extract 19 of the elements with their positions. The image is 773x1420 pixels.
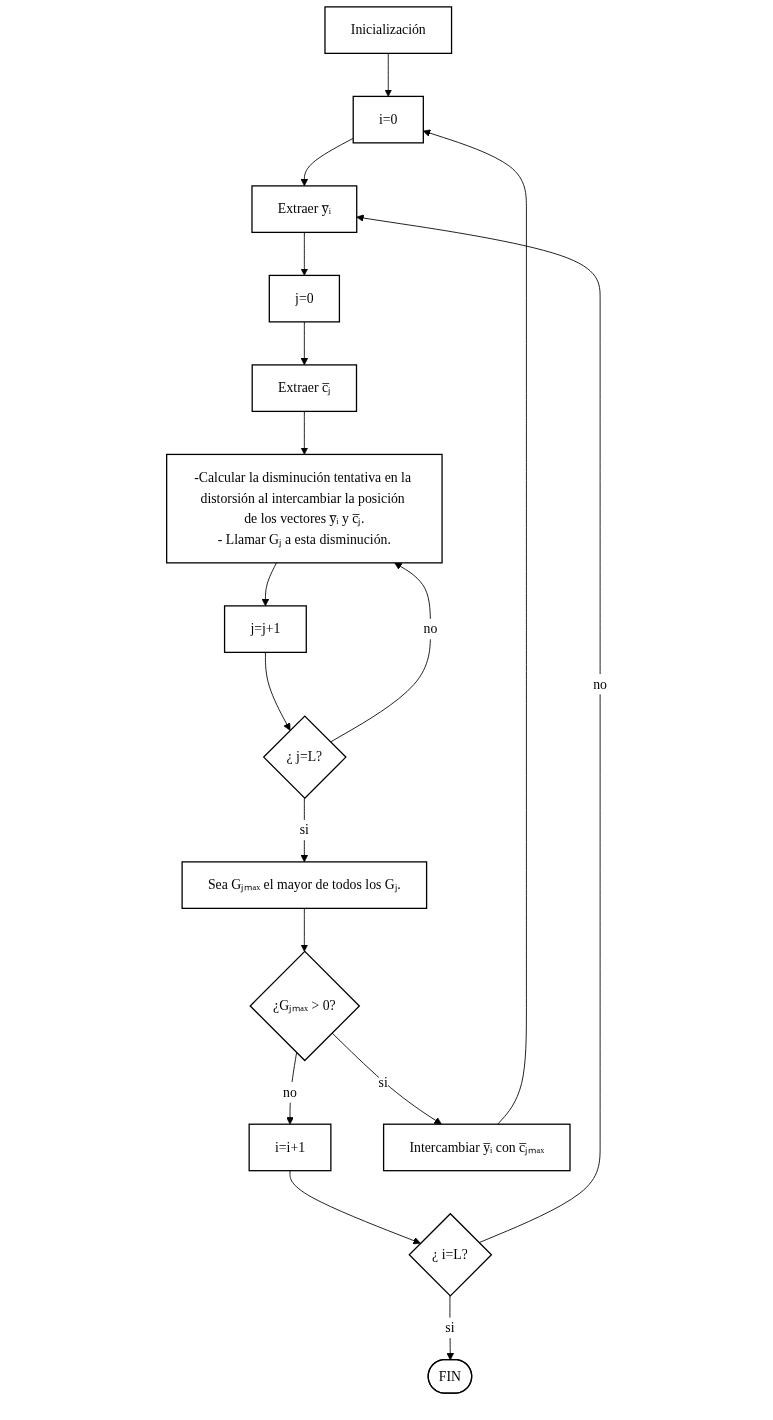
edge-label: no (282, 1084, 297, 1100)
node-box: j=0 (268, 274, 340, 323)
node-diamond: ¿Gⱼₘₐₓ > 0? (248, 950, 360, 1062)
edge-label: si (299, 822, 309, 837)
node-box: Intercambiar y̅ᵢ con c̅ⱼₘₐₓ (382, 1123, 571, 1172)
node-box: Extraer c̅ⱼ (251, 364, 357, 413)
node-box: Extraer y̅ᵢ (251, 185, 358, 233)
edge-label: si (445, 1319, 455, 1335)
node-box: j=j+1 (223, 605, 307, 653)
edge-label: si (378, 1075, 388, 1090)
edge-label: no (423, 621, 438, 637)
node-box: i=i+1 (248, 1123, 332, 1172)
node-box: Inicialización (324, 6, 452, 54)
node-box: i=0 (352, 95, 424, 144)
node-diamond: ¿ i=L? (408, 1212, 492, 1297)
node-box: -Calcular la disminución tentativa en la distorsión al intercambiar la posición de los vectores y̅ᵢ y c̅ⱼ. - Llamar Gⱼ a esta disminución. (165, 453, 443, 564)
edge-label: no (592, 676, 607, 692)
node-diamond: ¿ j=L? (262, 715, 347, 800)
node-box: Sea Gⱼₘₐₓ el mayor de todos los Gⱼ. (181, 861, 427, 909)
